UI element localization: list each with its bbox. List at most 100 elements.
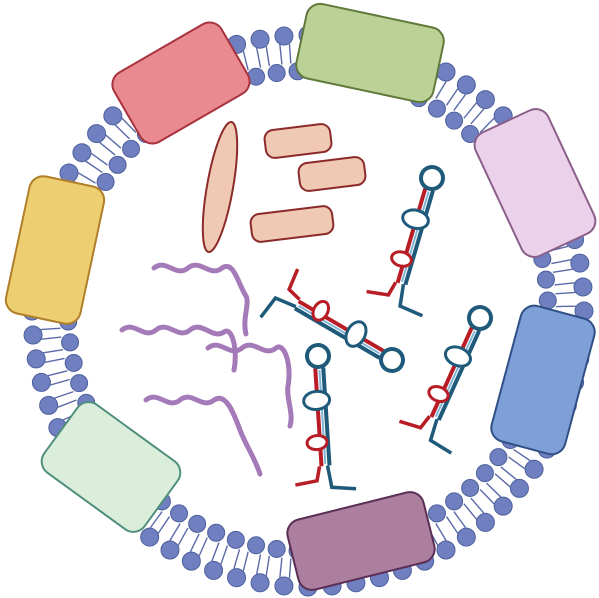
lipid-head-outer — [475, 512, 495, 532]
lipid-tail — [500, 466, 517, 481]
lipid-head-outer — [250, 29, 270, 49]
lipid-head-inner — [461, 478, 480, 497]
lipid-head-inner — [267, 539, 286, 558]
lipid-tail — [242, 50, 249, 71]
trna-leg-blue — [259, 295, 297, 319]
lipid-head-outer — [87, 124, 107, 144]
lipid-tail — [121, 117, 137, 133]
lipid-head-outer — [103, 106, 123, 126]
lipid-head-outer — [31, 372, 51, 392]
lipid-tail — [288, 43, 292, 64]
trna-top-loop — [379, 347, 405, 373]
membrane-protein-red — [111, 21, 251, 145]
lipid-head-inner — [188, 514, 207, 533]
lipid-tail — [242, 551, 249, 572]
mrna-strand-2 — [119, 324, 238, 373]
peptides — [201, 120, 367, 254]
trna-side-loop — [311, 299, 331, 322]
lipid-head-outer — [140, 527, 160, 547]
lipid-tail — [479, 117, 495, 133]
mrna-strands — [119, 262, 294, 477]
trna-molecule — [295, 343, 357, 491]
peptide-rect-1 — [263, 123, 333, 159]
lipid-head-inner — [267, 64, 286, 83]
lipid-tail — [157, 516, 171, 534]
membrane-protein-pink — [473, 108, 597, 258]
lipid-tail — [44, 357, 65, 363]
lipid-head-inner — [475, 464, 494, 483]
lipid-tail — [220, 545, 229, 565]
lipid-head-inner — [108, 155, 127, 174]
lipid-tail — [470, 108, 485, 125]
lipid-head-outer — [250, 573, 270, 593]
lipid-tail — [99, 141, 116, 156]
mrna-strand-4 — [143, 394, 263, 477]
lipid-head-inner — [96, 173, 115, 192]
lipid-tail — [50, 378, 70, 386]
lipid-head-inner — [445, 492, 464, 511]
trna-side-loop — [443, 345, 472, 368]
lipid-tail — [479, 489, 495, 505]
lipid-head-inner — [207, 523, 226, 542]
lipid-tail — [149, 511, 163, 529]
lipid-head-outer — [524, 459, 544, 479]
membrane-protein-green — [295, 2, 445, 104]
lipid-head-outer — [436, 540, 456, 560]
lipid-head-outer — [573, 277, 593, 297]
lipid-tail — [85, 160, 103, 174]
lipid-head-outer — [570, 253, 590, 273]
membrane-protein-purple — [286, 491, 436, 591]
trna-molecule — [398, 305, 493, 455]
lipid-head-outer — [39, 395, 59, 415]
trna-side-loop — [427, 384, 450, 403]
lipid-head-inner — [445, 111, 464, 130]
lipid-tail — [445, 516, 459, 534]
peptide-rect-3 — [249, 205, 335, 243]
trna-side-loop — [305, 434, 329, 452]
lipid-tail — [552, 268, 573, 274]
lipid-tail — [189, 533, 200, 553]
lipid-head-outer — [204, 560, 224, 580]
lipid-tail — [453, 511, 467, 529]
lipid-tail — [57, 399, 77, 408]
lipid-head-outer — [456, 75, 476, 95]
lipid-head-inner — [427, 99, 446, 118]
lipid-head-outer — [160, 540, 180, 560]
mrna-strand-1 — [151, 262, 250, 337]
lipid-tail — [177, 527, 189, 546]
lipid-head-outer — [23, 325, 43, 345]
lipid-tail — [114, 124, 130, 140]
trna-side-loop — [302, 389, 332, 411]
trna-leg-red — [366, 281, 398, 297]
lipid-head-outer — [274, 26, 294, 46]
trna-side-loop — [390, 250, 413, 268]
lipid-tail — [265, 555, 271, 576]
lipid-tail — [508, 456, 526, 470]
membrane-protein-yellow — [4, 175, 106, 325]
lipid-tail — [445, 88, 459, 106]
lipid-tail — [288, 558, 292, 579]
lipid-tail — [435, 523, 447, 542]
trna-leg-blue — [428, 418, 453, 455]
lipid-tail — [198, 537, 208, 557]
trna-leg-blue — [325, 465, 357, 491]
lipid-head-inner — [122, 139, 141, 158]
peptide-rect-2 — [297, 156, 367, 192]
lipid-head-outer — [227, 568, 247, 588]
lipid-head-inner — [536, 270, 555, 289]
lipid-tail — [211, 542, 220, 562]
lipid-tail — [77, 172, 96, 184]
lipid-tail — [470, 497, 485, 514]
trna-top-loop — [305, 343, 331, 369]
membrane-protein-blue — [490, 304, 596, 456]
lipid-tail — [554, 282, 575, 286]
lipid-head-outer — [509, 478, 529, 498]
lipid-head-inner — [170, 504, 189, 523]
lipid-head-inner — [489, 448, 508, 467]
lipid-tail — [463, 102, 478, 119]
trna-side-loop — [401, 208, 430, 231]
lipid-tail — [265, 46, 271, 67]
lipid-tail — [453, 93, 467, 111]
membrane-protein-mint — [40, 401, 182, 533]
